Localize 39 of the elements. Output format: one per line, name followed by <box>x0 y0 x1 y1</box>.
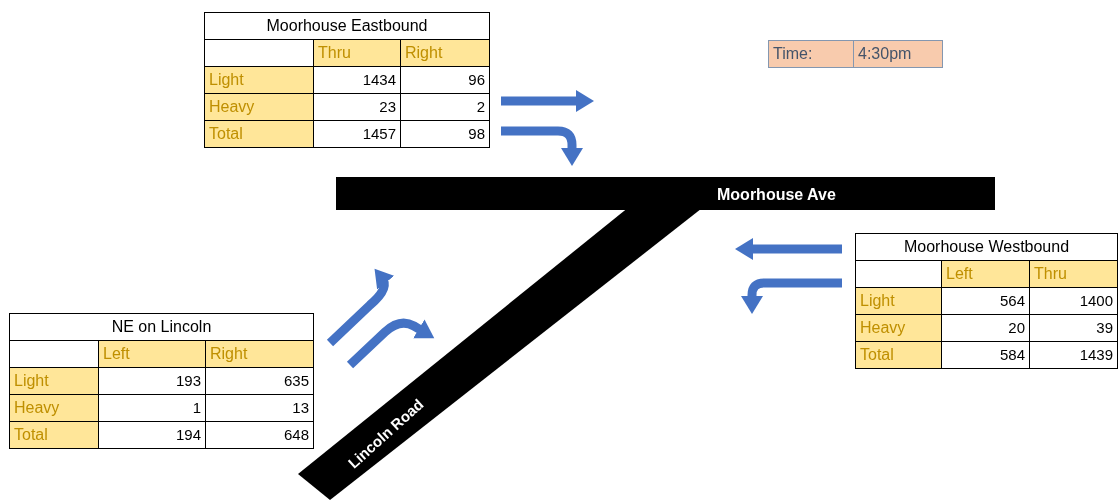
table-cell: 648 <box>206 422 313 448</box>
table-cell: Time: <box>769 41 853 67</box>
header-cell: Left <box>942 261 1029 287</box>
header-cell: Light <box>856 288 941 314</box>
table-cell: 98 <box>401 121 489 147</box>
table-title: Moorhouse Westbound <box>856 234 1117 260</box>
road-label: Moorhouse Ave <box>717 187 836 203</box>
table-cell: 584 <box>942 342 1029 368</box>
table-cell: 564 <box>942 288 1029 314</box>
header-cell: Thru <box>1030 261 1117 287</box>
header-cell: Total <box>856 342 941 368</box>
table-title: NE on Lincoln <box>10 314 313 340</box>
header-cell: Right <box>206 341 313 367</box>
table-cell: 39 <box>1030 315 1117 341</box>
table-cell: 2 <box>401 94 489 120</box>
table-cell: 1400 <box>1030 288 1117 314</box>
header-cell: Total <box>10 422 98 448</box>
table-cell: 20 <box>942 315 1029 341</box>
table-cell: 13 <box>206 395 313 421</box>
table-cell: 194 <box>99 422 205 448</box>
table-cell: 96 <box>401 67 489 93</box>
table-cell: 1434 <box>314 67 400 93</box>
header-cell: Thru <box>314 40 400 66</box>
header-cell: Left <box>99 341 205 367</box>
header-cell: Heavy <box>10 395 98 421</box>
header-cell: Light <box>205 67 313 93</box>
table-cell: 635 <box>206 368 313 394</box>
header-cell: Right <box>401 40 489 66</box>
table-cell: 193 <box>99 368 205 394</box>
header-cell: Heavy <box>856 315 941 341</box>
table-cell: 23 <box>314 94 400 120</box>
table-cell: 1 <box>99 395 205 421</box>
header-cell: Total <box>205 121 313 147</box>
table-title: Moorhouse Eastbound <box>205 13 489 39</box>
table-cell: 4:30pm <box>854 41 942 67</box>
header-cell: Light <box>10 368 98 394</box>
table-cell: 1457 <box>314 121 400 147</box>
header-cell: Heavy <box>205 94 313 120</box>
table-cell: 1439 <box>1030 342 1117 368</box>
